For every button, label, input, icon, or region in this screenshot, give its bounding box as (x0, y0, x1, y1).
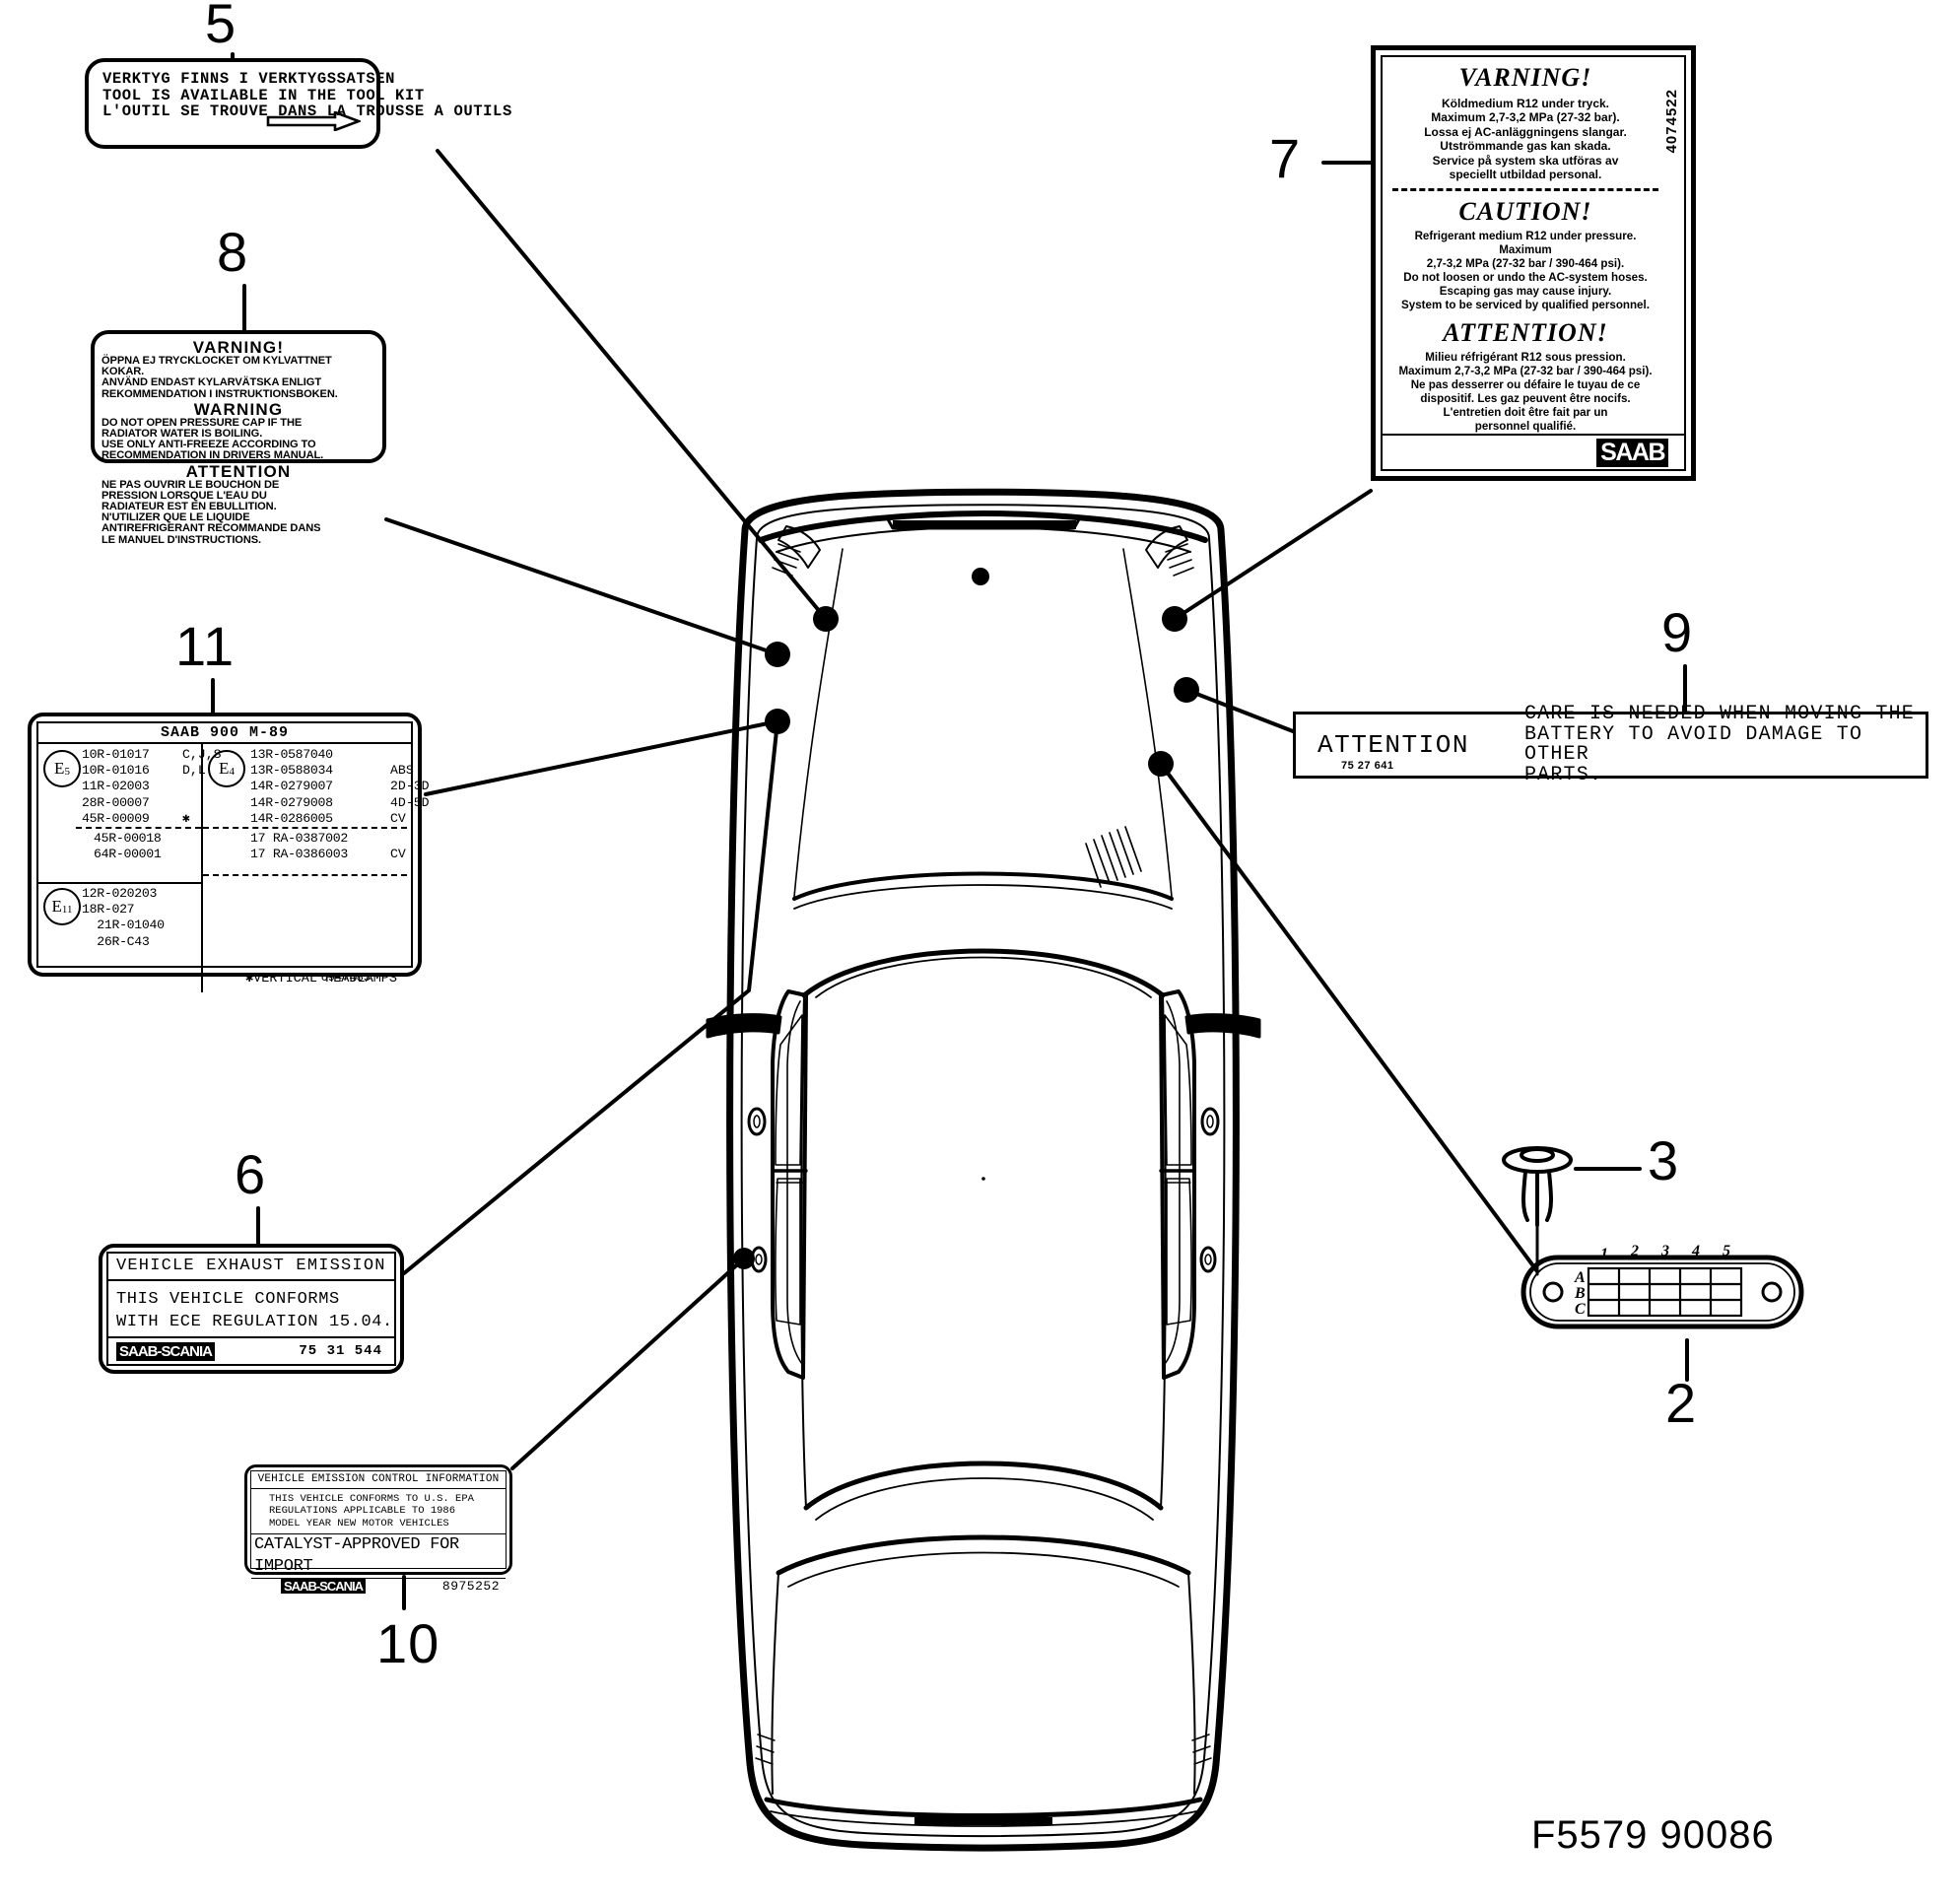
ac-label-part-number: 4074522 (1663, 89, 1680, 154)
coolant-sv-heading: VARNING! (192, 338, 285, 357)
callout-11: 11 (175, 615, 236, 677)
coolant-fr-heading: ATTENTION (185, 461, 292, 481)
divider (203, 874, 407, 876)
ac-en-body: Refrigerant medium R12 under pressure. M… (1401, 230, 1650, 312)
homologation-title: SAAB 900 M-89 (38, 723, 411, 744)
coolant-sv-body: ÖPPNA EJ TRYCKLOCKET OM KYLVATTNET KOKAR… (101, 355, 338, 400)
ac-fr-body: Milieu réfrigérant R12 sous pression. Ma… (1398, 351, 1653, 434)
divider (76, 827, 201, 829)
homologation-left-codes: 10R-01017 10R-01016 11R-02003 28R-00007 … (82, 747, 150, 826)
homologation-footnote: ✱VERTICAL HEADLAMPS (245, 972, 397, 986)
tool-kit-line-sv: VERKTYG FINNS I VERKTYGSSATSEN (102, 70, 396, 88)
homologation-right-codes-below: 17 RA-0387002 17 RA-0386003 (250, 831, 348, 862)
exhaust-part-number: 75 31 544 (299, 1343, 382, 1359)
divider (203, 827, 407, 829)
drawing-reference-number: F5579 90086 (1531, 1813, 1775, 1857)
epa-part-number: 8975252 (441, 1579, 500, 1595)
callout-9: 9 (1661, 601, 1694, 663)
homologation-left-codes-below: 45R-00018 64R-00001 (94, 831, 162, 862)
ac-sv-heading: VARNING! (1458, 63, 1592, 92)
tool-kit-label: VERKTYG FINNS I VERKTYGSSATSEN TOOL IS A… (85, 58, 512, 149)
battery-part-number: 75 27 641 (1341, 760, 1394, 772)
callout-7: 7 (1269, 127, 1302, 189)
callout-5: 5 (205, 0, 237, 54)
homologation-serial: 6947485 (320, 971, 371, 985)
plate-col-1: 1 (1600, 1246, 1608, 1262)
callout-10: 10 (376, 1612, 440, 1674)
saab-scania-logo: SAAB-SCANIA (281, 1579, 366, 1595)
epa-title: VEHICLE EMISSION CONTROL INFORMATION (251, 1471, 506, 1489)
plate-row-a: A (1575, 1269, 1586, 1286)
homologation-right-tags: ABS 2D-3D 4D-5D CV (390, 763, 430, 826)
callout-3: 3 (1648, 1129, 1680, 1191)
epa-catalyst-line: CATALYST-APPROVED FOR IMPORT (251, 1534, 506, 1580)
identification-plate: 1 2 3 4 5 A B C (1520, 1240, 1805, 1338)
callout-2: 2 (1665, 1372, 1698, 1434)
epa-emission-label: VEHICLE EMISSION CONTROL INFORMATION THI… (244, 1464, 512, 1595)
plate-col-3: 3 (1661, 1243, 1669, 1259)
identification-plate-art (1521, 1255, 1804, 1329)
ac-refrigerant-warning-label: 4074522 VARNING! Köldmedium R12 under tr… (1371, 45, 1696, 481)
saab-logo: SAAB (1596, 438, 1668, 467)
coolant-en-body: DO NOT OPEN PRESSURE CAP IF THE RADIATOR… (101, 416, 324, 462)
ac-fr-heading: ATTENTION! (1443, 318, 1608, 348)
homologation-right-codes: 13R-0587040 13R-0588034 14R-0279007 14R-… (250, 747, 333, 826)
battery-attention-label: ATTENTION 75 27 641 CARE IS NEEDED WHEN … (1293, 704, 1928, 784)
tool-kit-line-fr: L'OUTIL SE TROUVE DANS LA TROUSSE A OUTI… (102, 102, 512, 120)
coolant-en-heading: WARNING (193, 399, 284, 419)
exhaust-body: THIS VEHICLE CONFORMS WITH ECE REGULATIO… (116, 1290, 393, 1331)
battery-body: CARE IS NEEDED WHEN MOVING THE BATTERY T… (1523, 703, 1915, 786)
divider (1392, 188, 1658, 192)
tool-kit-line-en: TOOL IS AVAILABLE IN THE TOOL KIT (102, 86, 425, 104)
right-arrow-icon (266, 110, 363, 132)
homologation-block-b-codes: 12R-020203 18R-027 21R-01040 26R-C43 (82, 886, 165, 949)
plate-row-b: B (1575, 1285, 1586, 1302)
plate-col-4: 4 (1692, 1243, 1700, 1259)
coolant-warning-label: VARNING! ÖPPNA EJ TRYCKLOCKET OM KYLVATT… (91, 330, 386, 545)
callout-6: 6 (235, 1143, 267, 1205)
exhaust-title: VEHICLE EXHAUST EMISSION (108, 1254, 394, 1281)
exhaust-emission-label: VEHICLE EXHAUST EMISSION THIS VEHICLE CO… (99, 1244, 404, 1374)
coolant-fr-body: NE PAS OUVRIR LE BOUCHON DE PRESSION LOR… (101, 478, 321, 546)
ac-sv-body: Köldmedium R12 under tryck. Maximum 2,7-… (1424, 97, 1627, 182)
plate-col-5: 5 (1723, 1243, 1730, 1259)
epa-body: THIS VEHICLE CONFORMS TO U.S. EPA REGULA… (251, 1489, 506, 1535)
saab-scania-logo: SAAB-SCANIA (116, 1341, 215, 1361)
callout-8: 8 (217, 221, 249, 283)
homologation-right-tags-below: CV (390, 847, 406, 862)
ac-en-heading: CAUTION! (1458, 197, 1592, 227)
battery-heading: ATTENTION 75 27 641 (1318, 730, 1469, 772)
plate-row-c: C (1575, 1301, 1586, 1318)
plate-col-2: 2 (1631, 1243, 1639, 1259)
